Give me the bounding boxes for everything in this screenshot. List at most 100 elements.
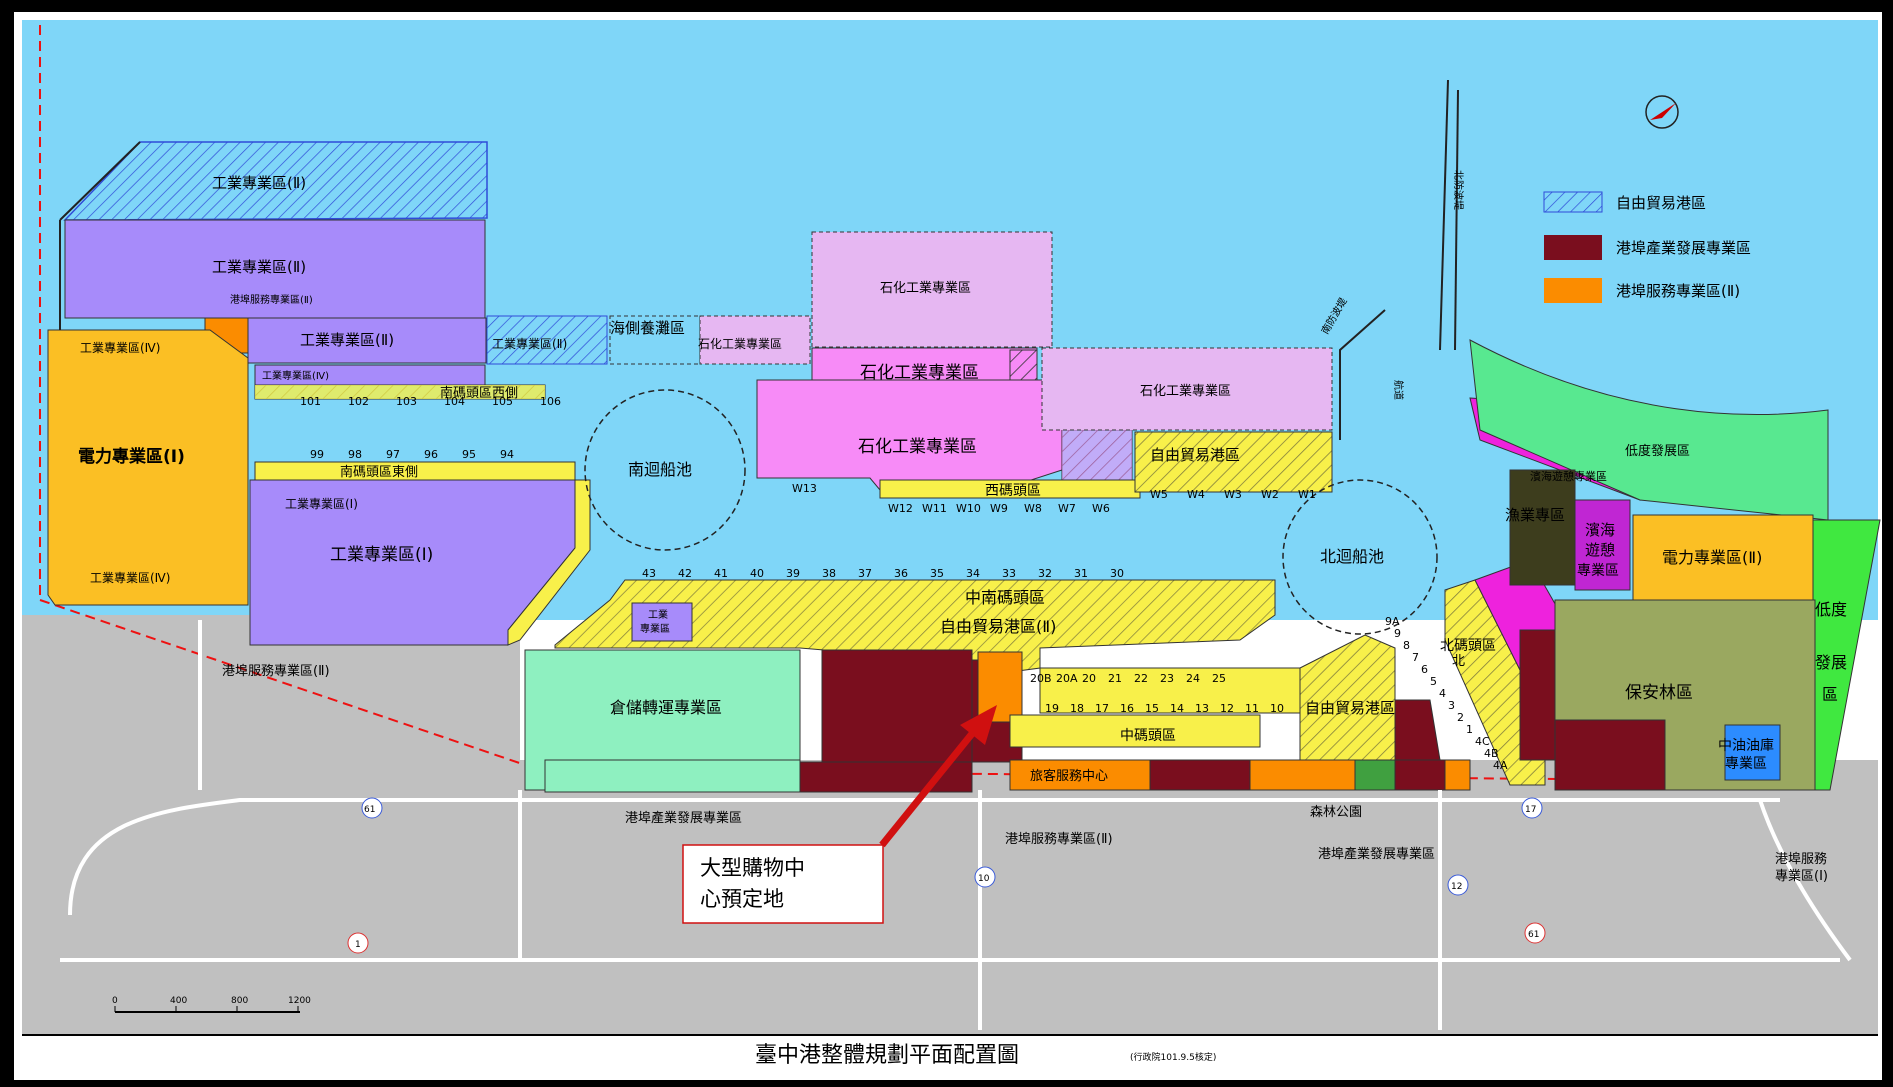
zone-power-1 [47,329,249,606]
berth-number: W3 [1224,488,1242,501]
berth-number: 36 [894,567,908,580]
callout-line-1: 大型購物中 [700,856,805,880]
berth-number: 33 [1002,567,1016,580]
berth-number: W13 [792,482,817,495]
label-power-2: 電力專業區(Ⅱ) [1662,548,1762,567]
berth-number: 105 [492,395,513,408]
berth-number: 31 [1074,567,1088,580]
zone-low-development [1469,339,1829,521]
berth-number: W4 [1187,488,1205,501]
berth-number: 97 [386,448,400,461]
label-port-industry-left: 港埠產業發展專業區 [625,810,742,826]
label-north-small: 北 [1452,654,1465,669]
zone-forest-park [1354,759,1396,791]
berth-number: 4 [1439,687,1446,700]
label-ind2-strip: 工業專業區(Ⅳ) [262,369,329,382]
label-north-wharf: 北碼頭區 [1440,638,1496,654]
label-ind-small-1: 工業 [648,608,668,621]
label-port-industry-right: 港埠產業發展專業區 [1318,846,1435,862]
label-low-dev-v3: 區 [1822,685,1838,704]
berth-number: 34 [966,567,980,580]
berth-number: W10 [956,502,981,515]
berth-number: W5 [1150,488,1168,501]
zone-port-service-2 [977,651,1023,723]
label-coastal-eco-2: 遊憩 [1585,541,1615,559]
berth-number: 14 [1170,702,1184,715]
zone-fishery [1509,469,1576,586]
label-ind1-tag: 工業專業區(Ⅰ) [285,497,358,511]
label-cpc-1: 中油油庫 [1718,737,1774,754]
zone-industrial-small [631,602,693,642]
berth-number: 19 [1045,702,1059,715]
berth-number: W1 [1298,488,1316,501]
berth-number: W11 [922,502,947,515]
berth-number: 21 [1108,672,1122,685]
berth-number: 32 [1038,567,1052,580]
label-port-service-tag: 港埠服務專業區(Ⅱ) [230,293,313,306]
road-shield-icon: 61 [361,797,383,819]
south-turning-basin [584,389,746,551]
berth-number: W8 [1024,502,1042,515]
label-ind4-top: 工業專業區(Ⅳ) [80,341,160,355]
zone-coastal-wetland [609,315,701,365]
legend-ftz-swatch [1543,191,1603,213]
svg-text:61: 61 [1528,930,1539,940]
berth-number: W2 [1261,488,1279,501]
label-ind2-right: 工業專業區(Ⅱ) [300,331,394,349]
road-shield-icon: 17 [1521,797,1543,819]
svg-text:61: 61 [364,805,375,815]
label-low-dev-v2: 發展 [1815,653,1847,672]
label-south-basin: 南迴船池 [628,460,692,479]
berth-number: 7 [1412,651,1419,664]
berth-number: 35 [930,567,944,580]
berth-number: 20A [1056,672,1078,685]
zone-port-industry-central [821,649,973,763]
label-fishery: 漁業專區 [1505,506,1565,524]
zone-petro-north [811,231,1053,348]
berth-number: 43 [642,567,656,580]
label-ftz-central: 自由貿易港區(Ⅱ) [940,617,1056,636]
legend-port-industry-label: 港埠產業發展專業區 [1616,239,1751,257]
berth-number: 104 [444,395,465,408]
berth-number: 9 [1394,627,1401,640]
berth-number: 16 [1120,702,1134,715]
label-ind2-small: 工業專業區(Ⅱ) [492,337,567,351]
label-port-service-bottom: 港埠服務專業區(Ⅱ) [1005,831,1113,847]
label-north-basin: 北迴船池 [1320,547,1384,566]
north-arrow-icon [1645,95,1679,129]
berth-number: W7 [1058,502,1076,515]
berth-number: 41 [714,567,728,580]
berth-number: 17 [1095,702,1109,715]
berth-number: 2 [1457,711,1464,724]
berth-number: W9 [990,502,1008,515]
label-ftz-east: 自由貿易港區 [1305,699,1395,717]
berth-number: 95 [462,448,476,461]
label-ind4-bottom: 工業專業區(Ⅳ) [90,571,170,585]
berth-number: 23 [1160,672,1174,685]
road-shield-icon: 61 [1524,922,1546,944]
berth-number: W6 [1092,502,1110,515]
callout-arrow-icon [879,727,978,848]
svg-text:1: 1 [355,940,361,950]
label-coastal-eco-3: 專業區 [1577,563,1619,579]
label-ind1-main: 工業專業區(Ⅰ) [330,545,433,565]
label-ftz-v: 自由貿易港區 [1150,446,1240,464]
berth-number: 4A [1493,759,1508,772]
berth-number: 18 [1070,702,1084,715]
zone-industrial-2-mid [64,219,486,319]
svg-text:0: 0 [112,996,118,1006]
zone-industrial-2-top [63,141,488,221]
legend-port-service-swatch [1544,278,1602,303]
berth-number: 30 [1110,567,1124,580]
callout-line-2: 心預定地 [700,887,784,911]
berth-number: 3 [1448,699,1455,712]
legend-port-service-label: 港埠服務專業區(Ⅱ) [1616,282,1740,300]
berth-number: 10 [1270,702,1284,715]
label-forest-park: 森林公園 [1310,805,1362,820]
label-warehouse: 倉儲轉運專業區 [610,698,722,717]
label-coastal-wetland: 海側養灘區 [610,319,685,337]
berth-number: 40 [750,567,764,580]
label-petro-small: 石化工業專業區 [698,337,782,351]
berth-number: 9A [1385,615,1400,628]
label-port-service-left: 港埠服務專業區(Ⅱ) [222,663,330,679]
